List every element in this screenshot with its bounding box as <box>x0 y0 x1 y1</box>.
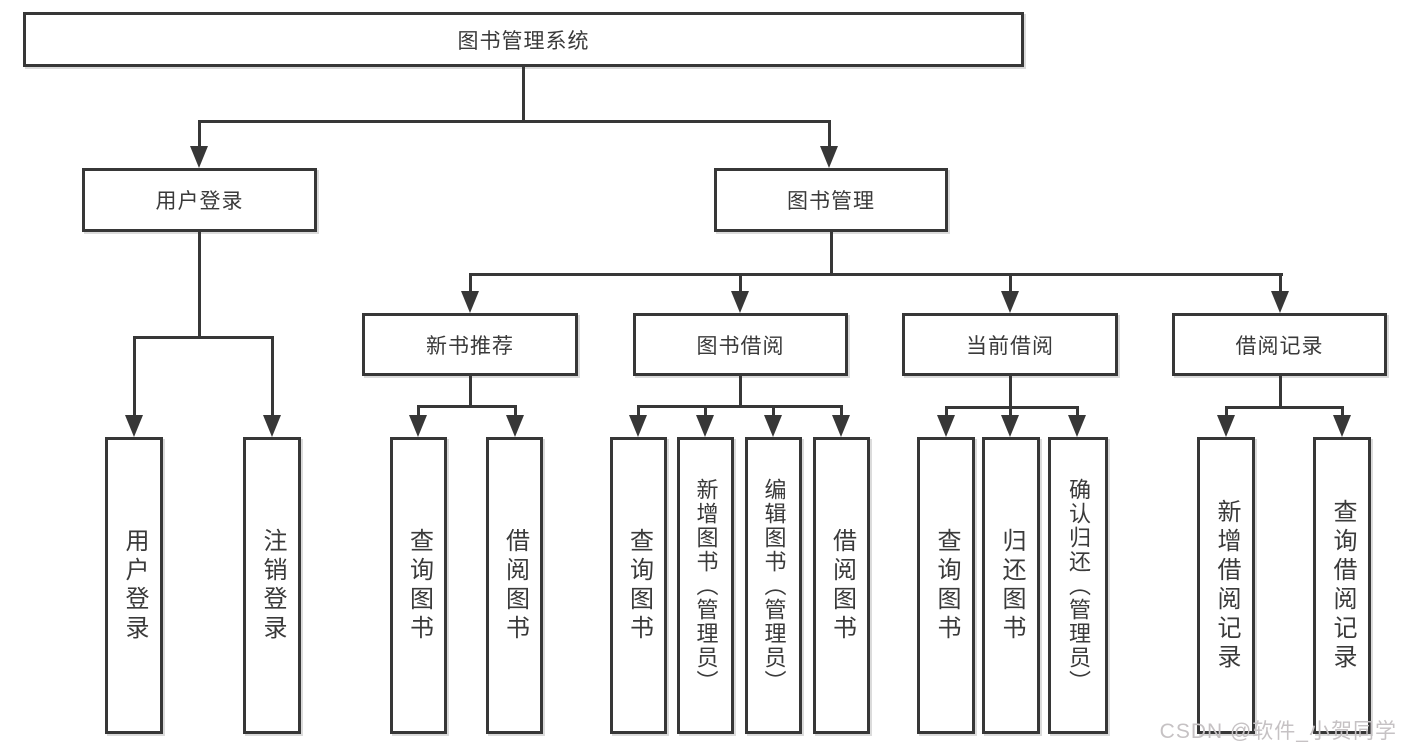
arrow-head <box>461 291 479 313</box>
node-borrow-books-recommend: 借阅图书 <box>486 437 543 734</box>
node-label: 图书借阅 <box>696 334 785 358</box>
node-label: 查询图书 <box>625 527 653 644</box>
node-query-books-borrowing: 查询图书 <box>610 437 667 734</box>
connector-hline-book-management <box>469 273 1283 276</box>
node-query-books-current: 查询图书 <box>917 437 975 734</box>
node-label: 图书管理系统 <box>457 29 590 53</box>
arrow-head <box>731 291 749 313</box>
arrow-head <box>190 146 208 168</box>
arrow-head <box>263 415 281 437</box>
connector-hline-user-login <box>133 336 274 339</box>
arrow-stub <box>637 405 640 417</box>
node-logout: 注销登录 <box>243 437 301 734</box>
connector-hline-current <box>945 406 1079 409</box>
arrow-stub <box>1009 406 1012 417</box>
node-label: 借阅图书 <box>828 527 856 644</box>
node-label: 查询图书 <box>933 527 960 644</box>
node-label: 新增借阅记录 <box>1213 498 1240 673</box>
arrow-stub <box>739 273 742 293</box>
node-user-login: 用户登录 <box>82 168 317 232</box>
connector-vline-records <box>1279 376 1282 409</box>
node-label: 归还图书 <box>998 527 1025 644</box>
node-label: 当前借阅 <box>966 334 1054 358</box>
arrow-stub <box>772 405 775 417</box>
connector-vline-user-login <box>198 232 201 339</box>
arrow-stub <box>271 336 274 417</box>
arrow-stub <box>417 405 420 417</box>
node-label: 确认归还（管理员） <box>1066 477 1091 694</box>
node-book-management: 图书管理 <box>714 168 948 232</box>
connector-vline-current <box>1009 376 1012 409</box>
arrow-stub <box>1076 406 1079 417</box>
arrow-head <box>820 146 838 168</box>
node-confirm-return-admin: 确认归还（管理员） <box>1048 437 1108 734</box>
connector-hline-borrowing <box>637 405 843 408</box>
node-new-book-recommendation: 新书推荐 <box>362 313 578 376</box>
node-borrowing-records: 借阅记录 <box>1172 313 1387 376</box>
arrow-stub <box>704 405 707 417</box>
node-label: 图书管理 <box>787 190 875 213</box>
node-label: 借阅记录 <box>1235 334 1324 358</box>
arrow-head <box>696 415 714 437</box>
arrow-head <box>764 415 782 437</box>
arrow-stub <box>840 405 843 417</box>
node-label: 借阅图书 <box>501 527 529 644</box>
node-label: 用户登录 <box>155 190 244 213</box>
connector-vline-book-management <box>830 232 833 276</box>
node-borrow-books-borrowing: 借阅图书 <box>813 437 870 734</box>
arrow-stub <box>945 406 948 417</box>
arrow-head <box>629 415 647 437</box>
connector-hline-level1 <box>198 120 831 123</box>
node-label: 新书推荐 <box>426 334 514 358</box>
arrow-head <box>937 415 955 437</box>
arrow-stub <box>514 405 517 417</box>
arrow-stub <box>1341 406 1344 417</box>
connector-vline-borrowing <box>739 376 742 408</box>
arrow-head <box>1001 291 1019 313</box>
node-query-books-recommend: 查询图书 <box>390 437 447 734</box>
arrow-head <box>1217 415 1235 437</box>
node-query-borrow-record: 查询借阅记录 <box>1313 437 1371 734</box>
node-label: 用户登录 <box>121 527 148 644</box>
arrow-head <box>506 415 524 437</box>
arrow-head <box>1068 415 1086 437</box>
arrow-stub <box>469 273 472 293</box>
node-label: 注销登录 <box>259 527 286 644</box>
node-edit-books-admin: 编辑图书（管理员） <box>745 437 802 734</box>
node-label: 查询图书 <box>405 527 433 644</box>
arrow-head <box>832 415 850 437</box>
arrow-stub <box>1279 273 1282 293</box>
node-add-books-admin: 新增图书（管理员） <box>677 437 734 734</box>
arrow-head <box>125 415 143 437</box>
node-add-borrow-record: 新增借阅记录 <box>1197 437 1255 734</box>
arrow-stub <box>198 120 201 148</box>
watermark: CSDN @软件_小贺同学 <box>1159 720 1397 743</box>
node-label: 编辑图书（管理员） <box>761 477 787 694</box>
arrow-stub <box>1009 273 1012 293</box>
arrow-head <box>1271 291 1289 313</box>
arrow-head <box>1001 415 1019 437</box>
connector-hline-records <box>1225 406 1344 409</box>
connector-hline-recommend <box>417 405 517 408</box>
node-label: 新增图书（管理员） <box>693 477 719 694</box>
arrow-stub <box>828 120 831 148</box>
node-label: 查询借阅记录 <box>1329 498 1356 673</box>
node-current-borrowing: 当前借阅 <box>902 313 1118 376</box>
connector-vline-root <box>522 67 525 123</box>
node-user-login-leaf: 用户登录 <box>105 437 163 734</box>
node-return-books: 归还图书 <box>982 437 1040 734</box>
arrow-head <box>1333 415 1351 437</box>
node-book-borrowing: 图书借阅 <box>633 313 848 376</box>
arrow-stub <box>1225 406 1228 417</box>
arrow-head <box>409 415 427 437</box>
connector-vline-recommend <box>469 376 472 408</box>
arrow-stub <box>133 336 136 417</box>
node-library-management-system: 图书管理系统 <box>23 12 1024 67</box>
